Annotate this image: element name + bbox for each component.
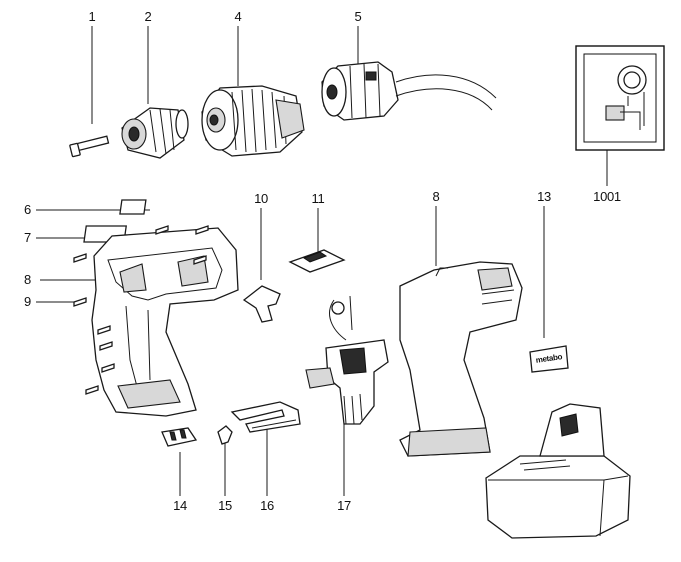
battery-pack xyxy=(485,403,631,539)
callout-1: 1 xyxy=(88,9,96,24)
callout-5: 5 xyxy=(354,9,362,24)
part-2-chuck xyxy=(121,107,189,159)
part-8-right-housing xyxy=(399,261,523,457)
part-15-clip xyxy=(217,425,233,445)
callout-6: 6 xyxy=(24,202,31,217)
callout-11: 11 xyxy=(311,191,325,206)
callout-16: 16 xyxy=(260,498,274,513)
part-17-switch xyxy=(305,295,389,425)
part-5-motor xyxy=(321,61,497,121)
part-16-belt-clip xyxy=(230,401,301,433)
callout-13: 13 xyxy=(537,189,551,204)
callout-17: 17 xyxy=(337,498,351,513)
part-10-lever xyxy=(242,285,281,323)
callout-10: 10 xyxy=(254,191,268,206)
callout-8-right: 8 xyxy=(432,189,440,204)
part-13-brand-plate xyxy=(529,345,569,373)
callout-4: 4 xyxy=(234,9,242,24)
part-11-slide xyxy=(288,249,346,273)
part-8-left-housing xyxy=(91,227,239,417)
part-1001-inset xyxy=(575,45,665,151)
callout-15: 15 xyxy=(218,498,232,513)
callout-7: 7 xyxy=(24,230,31,245)
part-14-contacts xyxy=(161,427,198,447)
callout-2: 2 xyxy=(144,9,152,24)
callout-1001: 1001 xyxy=(593,189,621,204)
part-6-label xyxy=(119,199,147,215)
callout-14: 14 xyxy=(173,498,187,513)
housing-screws xyxy=(73,225,209,395)
leader-lines xyxy=(36,26,608,496)
callout-8-left: 8 xyxy=(24,272,31,287)
part-4-gearbox xyxy=(201,85,305,157)
callout-9: 9 xyxy=(24,294,31,309)
part-1-screw xyxy=(69,135,110,158)
